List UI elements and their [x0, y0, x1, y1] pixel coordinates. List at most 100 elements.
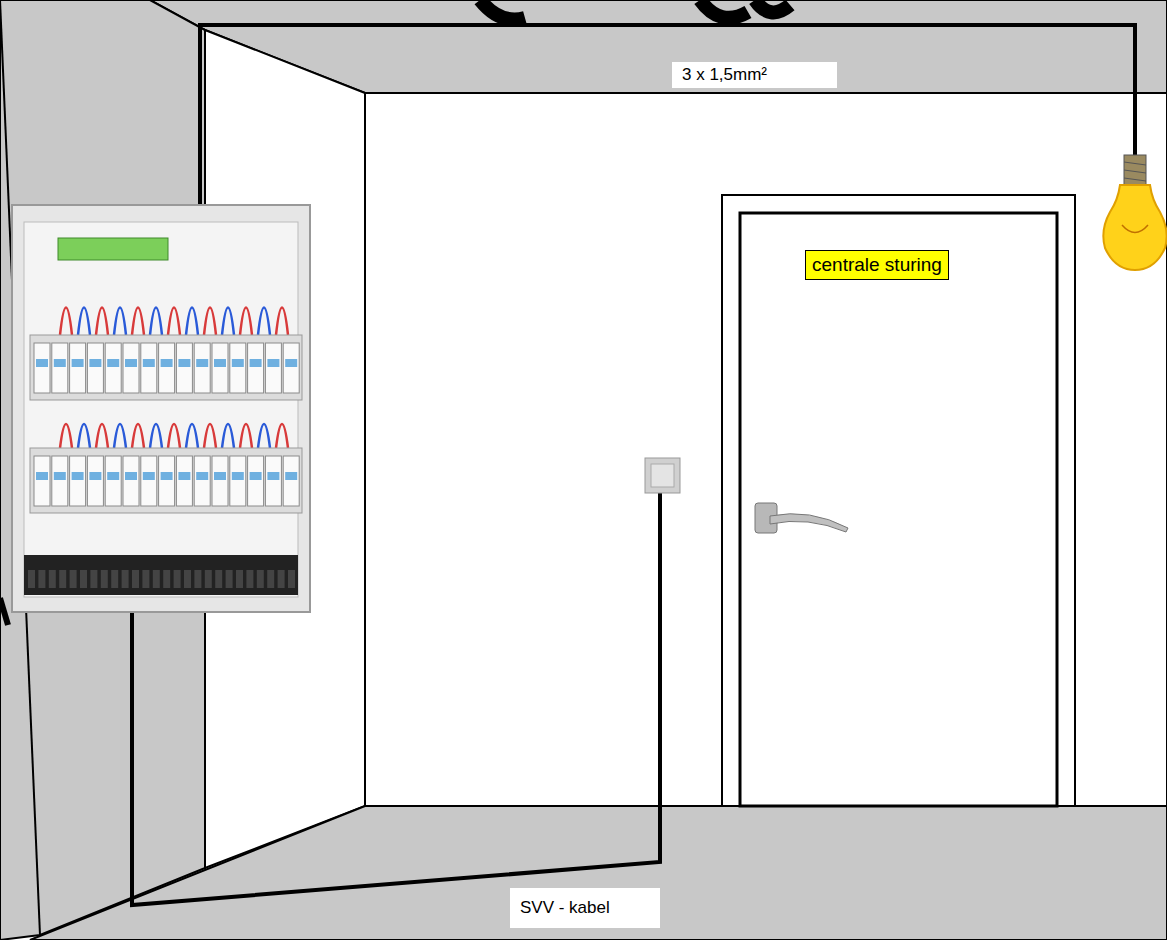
breaker — [248, 343, 264, 393]
breaker — [248, 456, 264, 506]
floor — [30, 806, 1167, 940]
breaker-handle — [214, 472, 226, 480]
breaker-handle — [143, 359, 155, 367]
breaker-handle — [125, 359, 137, 367]
breaker-handle — [267, 472, 279, 480]
wire-loop — [222, 424, 234, 448]
breaker — [70, 343, 86, 393]
breaker-handle — [196, 359, 208, 367]
door-handle — [755, 503, 848, 533]
breaker — [105, 343, 121, 393]
terminal — [59, 570, 66, 588]
switch-rocker — [651, 464, 674, 487]
breaker-handle — [72, 472, 84, 480]
breaker — [52, 343, 68, 393]
top-graphic — [480, 0, 790, 20]
breaker-handle — [232, 359, 244, 367]
terminal — [111, 570, 118, 588]
breaker-handle — [107, 472, 119, 480]
breaker — [212, 456, 228, 506]
terminal — [49, 570, 56, 588]
breaker — [230, 456, 246, 506]
breaker — [159, 456, 175, 506]
breaker — [265, 343, 281, 393]
breaker-handle — [250, 472, 262, 480]
wire-loop — [96, 424, 108, 448]
wire-loop — [204, 424, 216, 448]
terminal — [226, 570, 233, 588]
terminal — [80, 570, 87, 588]
terminal — [267, 570, 274, 588]
terminal — [246, 570, 253, 588]
wire-loop — [114, 424, 126, 448]
breaker — [141, 456, 157, 506]
terminal — [132, 570, 139, 588]
terminal — [194, 570, 201, 588]
breaker — [87, 456, 103, 506]
wire-loop — [186, 308, 198, 336]
wire-loop — [150, 308, 162, 336]
terminal — [70, 570, 77, 588]
terminal — [142, 570, 149, 588]
breaker — [283, 343, 299, 393]
breaker-handle — [161, 472, 173, 480]
wire-loop — [60, 308, 72, 336]
breaker — [123, 343, 139, 393]
breaker — [194, 456, 210, 506]
sign-text: centrale sturing — [812, 254, 942, 276]
breaker — [87, 343, 103, 393]
breaker-handle — [214, 359, 226, 367]
wire-loop — [222, 308, 234, 336]
terminal — [257, 570, 264, 588]
edge-mark — [0, 598, 8, 625]
breaker-handle — [267, 359, 279, 367]
distribution-board — [12, 205, 310, 612]
breaker-handle — [36, 359, 48, 367]
terminal — [28, 570, 35, 588]
breaker-handle — [285, 472, 297, 480]
light-bulb — [1103, 155, 1166, 270]
breaker-handle — [107, 359, 119, 367]
breaker-handle — [125, 472, 137, 480]
din-rail — [30, 448, 302, 513]
terminal — [215, 570, 222, 588]
terminal — [163, 570, 170, 588]
breaker-handle — [161, 359, 173, 367]
breaker-handle — [36, 472, 48, 480]
door-frame — [722, 195, 1075, 806]
wire-loop — [168, 424, 180, 448]
wire-loop — [204, 308, 216, 336]
breaker-handle — [196, 472, 208, 480]
terminal — [184, 570, 191, 588]
terminal — [122, 570, 129, 588]
breaker-handle — [250, 359, 262, 367]
wire-loop — [78, 308, 90, 336]
wire-loop — [150, 424, 162, 448]
breaker — [70, 456, 86, 506]
back-wall — [365, 93, 1167, 806]
wire-loop — [132, 424, 144, 448]
breaker — [34, 343, 50, 393]
power-cable — [200, 25, 1135, 215]
breaker — [105, 456, 121, 506]
breaker — [230, 343, 246, 393]
wire-loop — [114, 308, 126, 336]
breaker-handle — [72, 359, 84, 367]
breaker-handle — [143, 472, 155, 480]
breaker — [212, 343, 228, 393]
wire-loop — [78, 424, 90, 448]
breaker — [123, 456, 139, 506]
wire-loop — [240, 308, 252, 336]
terminal — [101, 570, 108, 588]
terminal — [90, 570, 97, 588]
breaker — [159, 343, 175, 393]
wire-loop — [186, 424, 198, 448]
switch — [645, 458, 680, 493]
breaker — [176, 456, 192, 506]
breaker-handle — [232, 472, 244, 480]
terminal — [236, 570, 243, 588]
breaker-handle — [89, 472, 101, 480]
terminal — [38, 570, 45, 588]
breaker — [265, 456, 281, 506]
